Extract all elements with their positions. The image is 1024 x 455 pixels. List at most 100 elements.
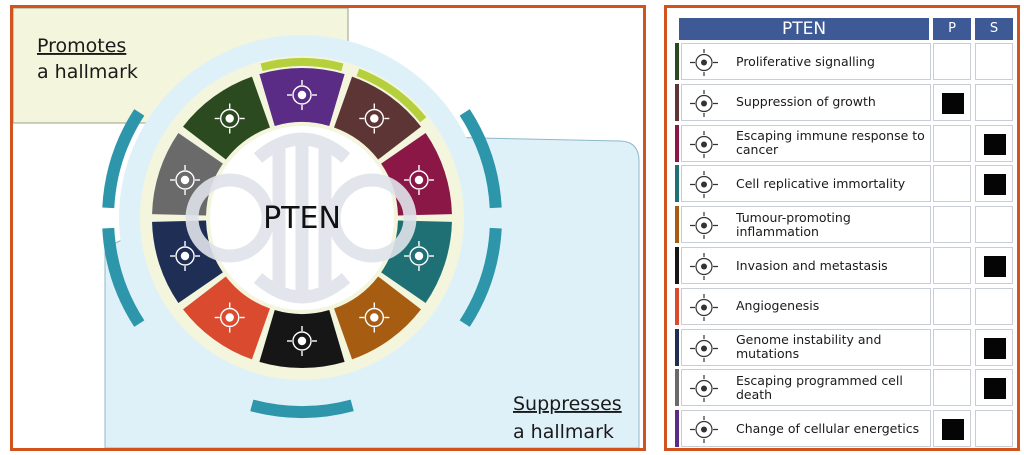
proliferation-icon <box>214 103 245 134</box>
promotes-cell <box>933 124 971 162</box>
marker-square <box>984 256 1006 277</box>
suppresses-cell <box>975 369 1013 407</box>
skull-icon <box>170 164 201 195</box>
table-row: Invasion and metastasis <box>675 247 1013 284</box>
hallmark-cell: Invasion and metastasis <box>681 247 931 284</box>
row-color-bar <box>675 83 679 121</box>
genome-instability-icon <box>690 334 718 362</box>
metastasis-icon <box>287 326 317 356</box>
promotes-cell <box>933 247 971 284</box>
proliferation-icon <box>690 49 718 76</box>
promotes-cell <box>933 287 971 325</box>
row-color-bar <box>675 206 679 244</box>
suppresses-cell <box>975 43 1013 80</box>
marker-square <box>942 419 964 441</box>
promotes-arc <box>356 68 427 123</box>
table-row: Escaping programmed cell death <box>675 369 1013 407</box>
hallmark-segment <box>334 76 422 160</box>
table-row: Proliferative signalling <box>675 43 1013 80</box>
immortality-icon <box>403 241 434 272</box>
marker-square <box>984 337 1006 359</box>
hallmark-label: Escaping programmed cell death <box>736 372 903 402</box>
hallmarks-wheel: Promotes a hallmark Suppresses a hallmar… <box>13 8 640 448</box>
genome-instability-icon <box>170 241 201 272</box>
angiogenesis-icon <box>214 302 245 333</box>
inflammation-icon <box>690 212 718 240</box>
promotes-cell <box>933 165 971 203</box>
table-row: Tumour-promoting inflammation <box>675 206 1013 244</box>
row-color-bar <box>675 410 679 448</box>
hallmark-cell: Suppression of growth <box>681 83 931 121</box>
hallmark-label: Change of cellular energetics <box>736 420 920 436</box>
marker-square <box>942 92 964 114</box>
marker-square <box>984 133 1006 155</box>
row-color-bar <box>675 328 679 366</box>
row-color-bar <box>675 369 679 407</box>
immune-escape-icon <box>690 130 718 158</box>
promotes-arc <box>260 58 344 72</box>
table-row: Change of cellular energetics <box>675 410 1013 448</box>
suppresses-title: Suppresses <box>513 393 622 415</box>
center-gene-label: PTEN <box>263 201 341 236</box>
hallmark-cell: Tumour-promoting inflammation <box>681 206 931 244</box>
marker-square <box>984 174 1006 196</box>
table-header-suppresses: S <box>975 18 1013 40</box>
hallmark-segments <box>152 68 452 368</box>
table-header-title: PTEN <box>679 18 929 40</box>
promotes-cell <box>933 83 971 121</box>
suppresses-arc <box>459 227 502 327</box>
table-row: Cell replicative immortality <box>675 165 1013 203</box>
growth-suppression-icon <box>690 89 718 117</box>
hallmark-cell: Escaping immune response to cancer <box>681 124 931 162</box>
suppresses-cell <box>975 328 1013 366</box>
suppresses-arc <box>459 109 502 209</box>
hallmark-label: Genome instability and mutations <box>736 332 882 362</box>
hallmark-label: Suppression of growth <box>736 94 876 110</box>
energetics-icon <box>690 416 718 444</box>
hallmarks-wheel-panel: Promotes a hallmark Suppresses a hallmar… <box>10 5 646 451</box>
inflammation-icon <box>359 302 390 333</box>
suppresses-cell <box>975 124 1013 162</box>
hallmark-cell: Angiogenesis <box>681 287 931 325</box>
row-color-bar <box>675 43 679 80</box>
hallmark-cell: Genome instability and mutations <box>681 328 931 366</box>
hallmark-segment <box>182 276 270 360</box>
suppresses-cell <box>975 410 1013 448</box>
table-row: Suppression of growth <box>675 83 1013 121</box>
promotes-title: Promotes <box>37 35 126 57</box>
immune-escape-icon <box>403 164 434 195</box>
promotes-cell <box>933 410 971 448</box>
immortality-icon <box>690 171 718 199</box>
energetics-icon <box>287 80 317 110</box>
suppresses-cell <box>975 287 1013 325</box>
hallmark-cell: Proliferative signalling <box>681 43 931 80</box>
row-color-bar <box>675 287 679 325</box>
hallmark-label: Cell replicative immortality <box>736 175 906 191</box>
hallmark-cell: Cell replicative immortality <box>681 165 931 203</box>
suppresses-arc <box>102 109 145 209</box>
table-header-promotes: P <box>933 18 971 40</box>
table-row: Angiogenesis <box>675 287 1013 325</box>
promotes-cell <box>933 328 971 366</box>
logo-watermark <box>185 132 417 304</box>
skull-icon <box>690 375 718 403</box>
suppresses-cell <box>975 165 1013 203</box>
indicator-arcs <box>102 58 502 418</box>
suppresses-cell <box>975 83 1013 121</box>
angiogenesis-icon <box>690 293 718 321</box>
suppresses-arc <box>250 399 354 418</box>
row-color-bar <box>675 165 679 203</box>
suppresses-arc <box>102 227 145 327</box>
hallmark-label: Proliferative signalling <box>736 53 875 69</box>
hallmark-segment <box>334 276 422 360</box>
hallmark-label: Tumour-promoting inflammation <box>736 209 851 239</box>
table-row: Genome instability and mutations <box>675 328 1013 366</box>
hallmark-cell: Escaping programmed cell death <box>681 369 931 407</box>
hallmark-label: Escaping immune response to cancer <box>736 128 925 158</box>
metastasis-icon <box>690 253 718 280</box>
hallmark-segment <box>182 76 270 160</box>
suppresses-cell <box>975 247 1013 284</box>
hallmark-label: Angiogenesis <box>736 298 820 314</box>
growth-suppression-icon <box>359 103 390 134</box>
